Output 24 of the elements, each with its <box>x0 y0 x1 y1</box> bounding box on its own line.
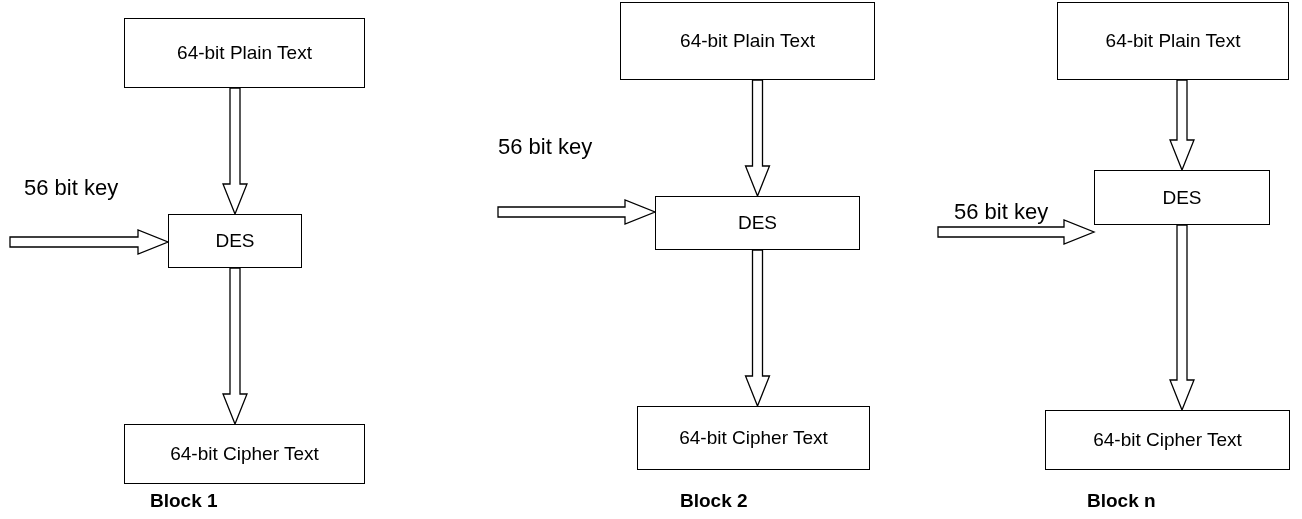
block-arrow <box>744 79 771 198</box>
process-box: DES <box>655 196 860 250</box>
block-label: Block 1 <box>150 490 218 512</box>
block-arrow <box>222 87 248 216</box>
block-arrow <box>9 229 170 255</box>
block-arrow <box>497 199 657 225</box>
edge-label: 56 bit key <box>496 135 595 160</box>
block-label: Block 2 <box>680 490 748 512</box>
process-box: DES <box>1094 170 1270 225</box>
process-box: 64-bit Cipher Text <box>1045 410 1290 470</box>
block-arrow <box>222 267 248 426</box>
block-arrow <box>1169 79 1195 172</box>
process-box: 64-bit Plain Text <box>1057 2 1289 80</box>
block-arrow <box>1169 224 1195 412</box>
process-box: 64-bit Plain Text <box>620 2 875 80</box>
block-arrow <box>744 249 771 408</box>
process-box: DES <box>168 214 302 268</box>
process-box: 64-bit Plain Text <box>124 18 365 88</box>
process-box: 64-bit Cipher Text <box>637 406 870 470</box>
process-box: 64-bit Cipher Text <box>124 424 365 484</box>
edge-label: 56 bit key <box>22 176 121 201</box>
block-arrow <box>937 219 1096 245</box>
edge-label: 56 bit key <box>952 200 1051 225</box>
block-label: Block n <box>1087 490 1156 512</box>
